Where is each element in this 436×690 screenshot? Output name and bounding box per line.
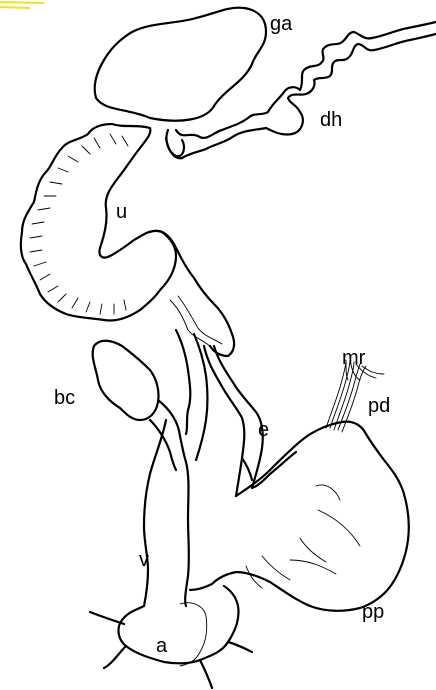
atrium-outline bbox=[88, 610, 254, 690]
hermaphrodite-duct-lower bbox=[164, 32, 436, 160]
prostate-band bbox=[169, 295, 223, 349]
label-e: e bbox=[258, 419, 269, 441]
label-pd: pd bbox=[368, 395, 390, 417]
penis-outline bbox=[188, 420, 410, 612]
atrium-inner bbox=[179, 602, 208, 667]
corner-mark bbox=[0, 1, 45, 9]
retractor-muscle bbox=[325, 359, 385, 433]
label-pp: pp bbox=[362, 601, 384, 623]
hermaphrodite-duct-upper bbox=[174, 20, 436, 139]
label-mr: mr bbox=[342, 347, 366, 369]
label-bc: bc bbox=[54, 387, 75, 409]
epiphallus-outline bbox=[202, 344, 264, 498]
duct-coil-loop bbox=[165, 128, 186, 158]
label-dh: dh bbox=[320, 109, 342, 131]
albumen-gland-outline bbox=[93, 6, 268, 122]
label-a: a bbox=[156, 635, 168, 657]
label-u: u bbox=[116, 201, 127, 223]
vagina-outline bbox=[117, 418, 240, 665]
penis-inner-lines bbox=[245, 484, 361, 589]
spermoviduct-outline bbox=[19, 122, 178, 322]
epiphallus-mid bbox=[192, 332, 209, 462]
epiphallus-left bbox=[174, 328, 192, 436]
labels: ga dh u bc e mr pd v pp a bbox=[54, 13, 390, 657]
bursa-copulatrix-outline bbox=[91, 339, 160, 422]
penis-retractor-duct-lower bbox=[240, 456, 254, 482]
label-v: v bbox=[139, 549, 149, 571]
penis-retractor-duct bbox=[250, 450, 298, 490]
label-ga: ga bbox=[270, 13, 293, 35]
epiphallus-upper bbox=[148, 229, 236, 358]
spermoviduct-lobes bbox=[29, 133, 129, 315]
bursa-stalk bbox=[148, 398, 188, 472]
vagina-inner-edge bbox=[184, 460, 190, 608]
